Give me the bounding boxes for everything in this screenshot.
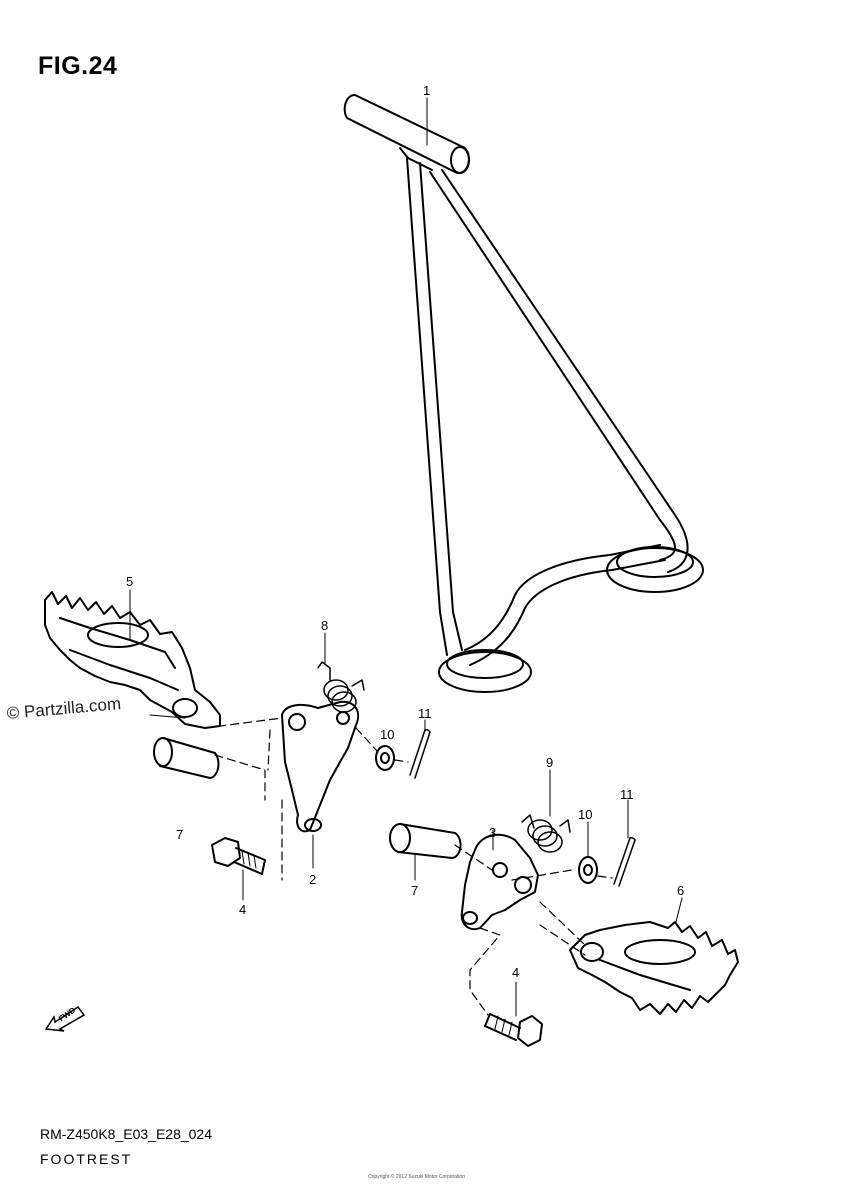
- callout-11b: 11: [620, 787, 634, 802]
- assembly-lines: [204, 717, 613, 1016]
- callout-10a: 10: [380, 727, 395, 742]
- callout-7a: 7: [176, 827, 184, 842]
- callout-4b: 4: [512, 965, 520, 980]
- left-pin-part: [153, 737, 220, 779]
- leader-lines: [129, 97, 683, 1017]
- right-footpeg-part: [569, 921, 739, 1015]
- callout-2: 2: [309, 872, 317, 887]
- callout-11a: 11: [418, 706, 432, 721]
- left-cotter-pin-part: [409, 729, 431, 779]
- left-bolt-part: [211, 837, 266, 875]
- callout-4a: 4: [239, 902, 247, 917]
- section-name: FOOTREST: [40, 1151, 133, 1167]
- right-spring-part: [521, 814, 571, 853]
- callout-3: 3: [489, 825, 497, 840]
- figure-title: FIG.24: [38, 52, 118, 80]
- callout-6: 6: [677, 883, 685, 898]
- right-bracket-part: [460, 833, 539, 931]
- right-cotter-pin-part: [613, 837, 636, 887]
- stand-part: [343, 94, 704, 693]
- left-bracket-part: [281, 700, 360, 833]
- callout-10b: 10: [578, 807, 593, 822]
- callout-1: 1: [423, 83, 431, 98]
- right-washer-part: [578, 856, 598, 884]
- callout-8: 8: [321, 618, 329, 633]
- callout-9: 9: [546, 755, 554, 770]
- callout-7b: 7: [411, 883, 419, 898]
- callout-5: 5: [126, 574, 134, 589]
- forward-arrow-icon: FWD: [44, 1003, 86, 1033]
- left-washer-part: [375, 745, 395, 771]
- right-bolt-part: [484, 1013, 543, 1047]
- copyright-notice: Copyright © 2012 Suzuki Motor Corporatio…: [368, 1174, 466, 1180]
- right-pin-part: [389, 823, 462, 859]
- model-code: RM-Z450K8_E03_E28_024: [40, 1126, 213, 1142]
- left-spring-part: [317, 661, 365, 713]
